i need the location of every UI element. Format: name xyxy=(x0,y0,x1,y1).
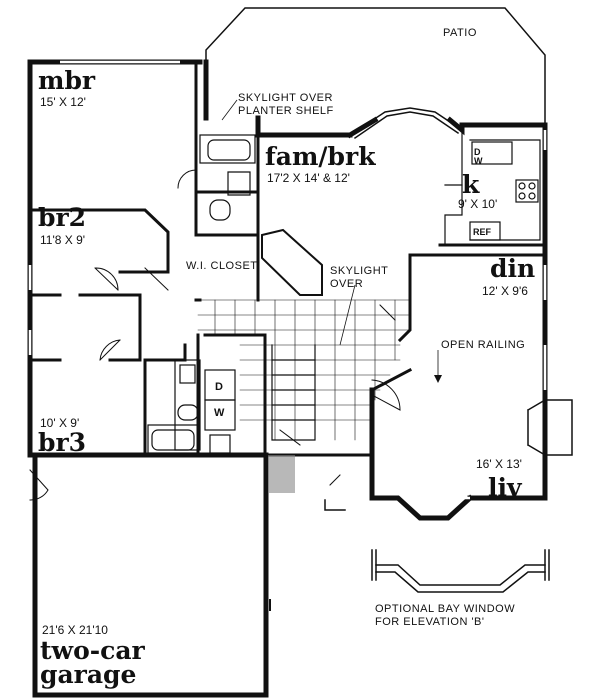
skylight-planter-line1: SKYLIGHT OVER xyxy=(238,92,333,104)
walk-in-closet-label: W.I. CLOSET xyxy=(186,260,258,272)
br3-size: 10' X 9' xyxy=(40,416,80,430)
stairs xyxy=(271,344,316,441)
skylight-over-line1: SKYLIGHT xyxy=(330,265,389,277)
skylight-over-leader xyxy=(339,284,356,346)
din-size: 12' X 9'6 xyxy=(482,284,528,298)
fam-bay-window xyxy=(348,107,464,140)
laundry xyxy=(204,369,236,454)
doors xyxy=(29,169,401,501)
skylight-planter-leader xyxy=(221,99,238,121)
fam-brk-size: 17'2 X 14' & 12' xyxy=(267,171,350,185)
skylight-over-line2: OVER xyxy=(330,278,364,290)
open-railing-arrowhead xyxy=(434,375,442,383)
fireplace xyxy=(526,398,573,457)
open-railing-label: OPEN RAILING xyxy=(441,339,526,351)
kitchen-size: 9' X 10' xyxy=(458,197,498,211)
hall-bath xyxy=(147,359,201,454)
kitchen-counters xyxy=(444,129,541,246)
liv-size: 16' X 13' xyxy=(476,457,522,471)
mbr-name: mbr xyxy=(38,66,96,95)
patio-label: PATIO xyxy=(443,27,477,39)
br2-name: br2 xyxy=(38,203,87,232)
planter-shelf xyxy=(261,228,323,296)
garage-name-line1: two-car xyxy=(40,636,145,665)
washer-label: W xyxy=(214,407,225,419)
patio-outline xyxy=(205,7,546,126)
dryer-label: D xyxy=(215,381,223,393)
garage-name-line2: garage xyxy=(40,660,137,689)
garage-size: 21'6 X 21'10 xyxy=(42,623,108,637)
fam-brk-name: fam/brk xyxy=(265,142,376,171)
din-name: din xyxy=(490,254,536,283)
skylight-planter-line2: PLANTER SHELF xyxy=(238,105,334,117)
kitchen-name: k xyxy=(462,170,480,199)
stone-planter xyxy=(268,455,295,493)
br3-name: br3 xyxy=(38,428,87,457)
dishwasher-label: D W xyxy=(474,147,483,166)
refrigerator-label: REF xyxy=(473,227,491,237)
br2-size: 11'8 X 9' xyxy=(40,233,86,247)
liv-name: liv xyxy=(488,473,522,502)
window-marks xyxy=(28,60,547,500)
optional-bay-window xyxy=(371,549,550,593)
mbr-size: 15' X 12' xyxy=(40,95,86,109)
optional-bay-line1: OPTIONAL BAY WINDOW xyxy=(375,603,516,615)
garage-entry xyxy=(324,499,346,511)
interior-walls xyxy=(28,60,547,457)
optional-bay-line2: FOR ELEVATION 'B' xyxy=(375,616,485,628)
master-bath xyxy=(199,134,256,221)
